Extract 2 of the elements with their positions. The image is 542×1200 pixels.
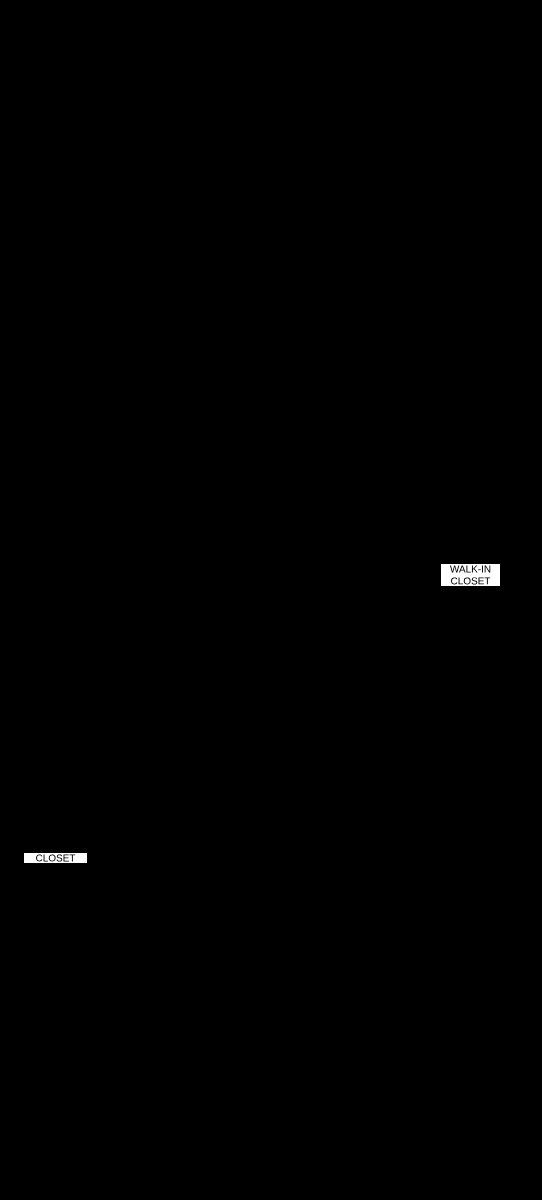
room-label: CLOSET: [24, 853, 87, 864]
room-label: WALK-IN CLOSET: [441, 564, 500, 586]
